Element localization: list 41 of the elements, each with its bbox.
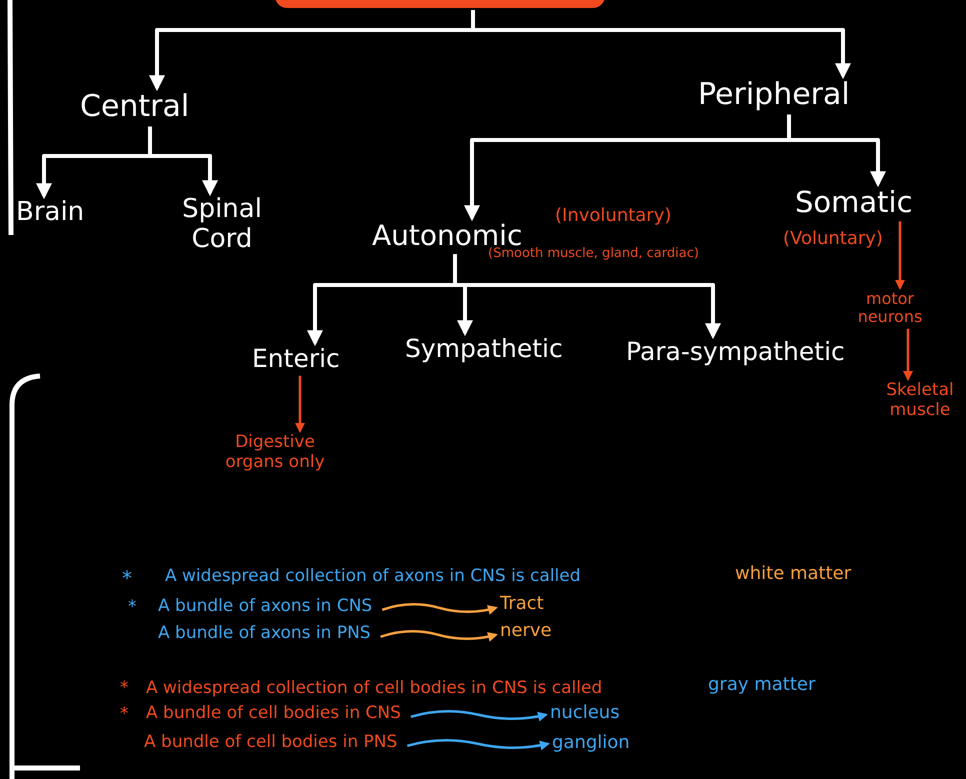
term-text: nerve [500, 621, 552, 642]
note-text: A bundle of axons in PNS [158, 624, 371, 644]
arrow [453, 254, 721, 340]
arrow [382, 603, 498, 615]
term-text: white matter [735, 563, 852, 584]
arrow [406, 739, 550, 750]
bullet-mark: * [128, 597, 136, 617]
node-label: Spinal Cord [172, 195, 272, 255]
arrow [471, 10, 851, 80]
arrow [895, 221, 905, 290]
node-label: Digestive organs only [212, 433, 338, 472]
bullet-mark: * [122, 566, 132, 590]
annotation-text: (Voluntary) [783, 228, 883, 249]
node-label: Skeletal muscle [880, 381, 960, 420]
note-text: A bundle of axons in CNS [158, 597, 372, 617]
note-text: A bundle of cell bodies in CNS [146, 704, 401, 724]
term-text: gray matter [708, 674, 816, 695]
arrow [410, 710, 548, 722]
arrow [148, 126, 218, 196]
bullet-mark: * [120, 704, 128, 724]
node-label: Central [80, 90, 190, 124]
arrow [903, 328, 913, 381]
node-label: Somatic [795, 186, 913, 220]
note-text: A bundle of cell bodies in PNS [144, 733, 398, 753]
arrow [295, 376, 305, 433]
arrow [787, 114, 886, 188]
node-label: motor neurons [838, 290, 942, 327]
node-label: Peripheral [698, 78, 850, 112]
term-text: nucleus [550, 703, 620, 724]
arrow [380, 630, 498, 642]
node-label: Para-sympathetic [626, 338, 845, 367]
annotation-text: (Smooth muscle, gland, cardiac) [488, 246, 699, 261]
node-label: Brain [16, 198, 84, 228]
node-label: Enteric [252, 345, 340, 374]
note-text: A widespread collection of cell bodies in CNS is called [146, 678, 602, 698]
term-text: Tract [500, 594, 544, 615]
annotation-text: (Involuntary) [555, 205, 672, 226]
term-text: ganglion [552, 733, 630, 754]
node-label: Sympathetic [405, 335, 563, 364]
bullet-mark: * [120, 678, 128, 698]
note-text: A widespread collection of axons in CNS is called [165, 566, 581, 586]
